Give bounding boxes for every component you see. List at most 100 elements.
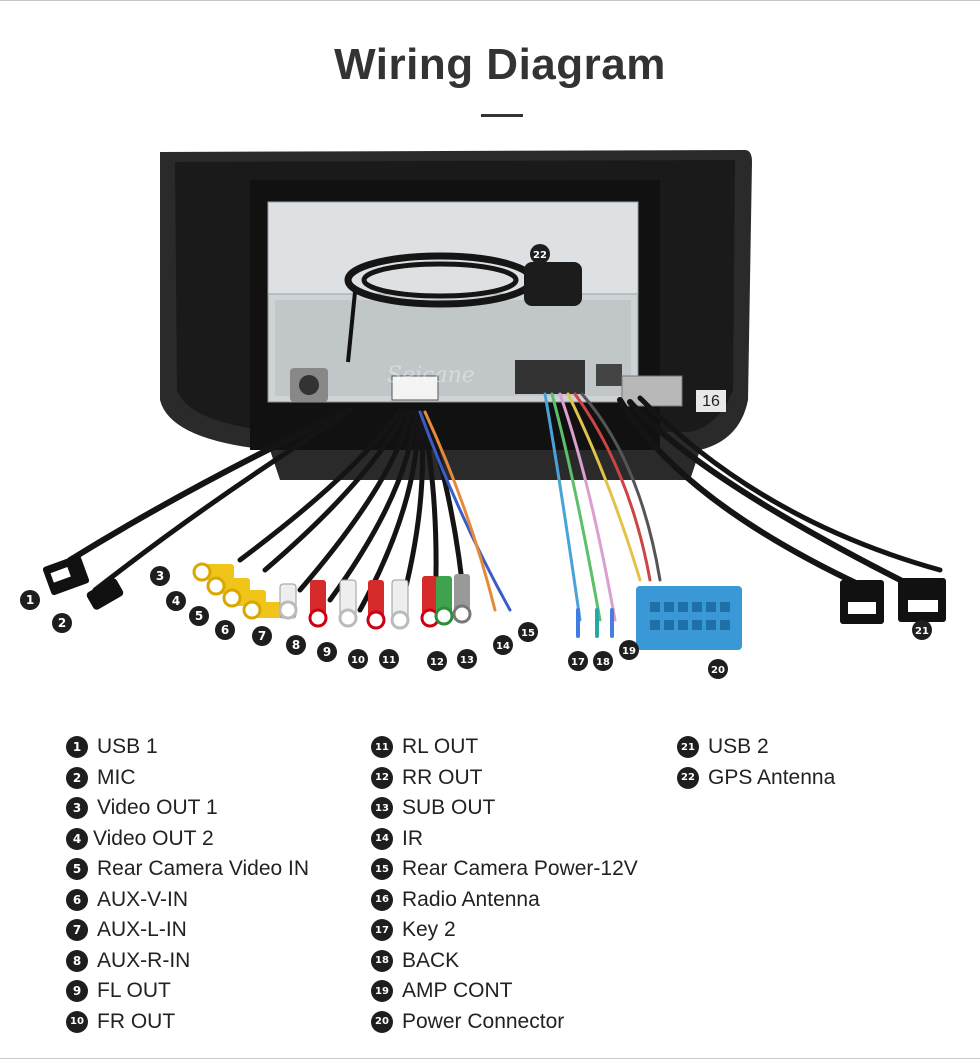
wiring-photo: Seicane <box>0 140 980 700</box>
number-badge: 20 <box>371 1010 393 1033</box>
title-underline <box>481 114 523 117</box>
legend-label: Power Connector <box>402 1009 565 1033</box>
wiring-illustration: Seicane <box>20 150 946 679</box>
marker-13: 13 <box>457 649 477 669</box>
svg-text:11: 11 <box>382 655 396 666</box>
number-badge: 12 <box>371 766 393 789</box>
page-title: Wiring Diagram <box>334 40 666 89</box>
legend-label: Video OUT 1 <box>97 796 218 820</box>
power-connector <box>636 586 742 650</box>
legend-item: 18 BACK <box>371 946 638 977</box>
number-badge: 19 <box>371 980 393 1003</box>
marker-3: 3 <box>150 566 170 586</box>
black-harness <box>67 395 943 613</box>
head-unit-top <box>267 201 639 295</box>
legend-item: 17 Key 2 <box>371 915 638 946</box>
marker-11: 11 <box>379 649 399 669</box>
legend-label: BACK <box>402 948 460 972</box>
marker-9: 9 <box>317 642 337 662</box>
number-badge: 22 <box>677 766 699 789</box>
marker-19: 19 <box>619 640 639 660</box>
number-badge: 21 <box>677 736 699 759</box>
number-badge: 4 <box>66 827 88 850</box>
svg-text:21: 21 <box>915 626 929 637</box>
legend-label: Key 2 <box>402 918 456 942</box>
rca-plugs <box>192 562 472 630</box>
number-badge: 11 <box>371 736 393 759</box>
marker-1: 1 <box>20 590 40 610</box>
svg-text:18: 18 <box>596 657 610 668</box>
rca-socket <box>391 375 439 401</box>
svg-text:19: 19 <box>622 646 636 657</box>
svg-text:15: 15 <box>521 628 535 639</box>
legend-label: IR <box>402 826 423 850</box>
marker-7: 7 <box>252 626 272 646</box>
svg-text:13: 13 <box>460 655 474 666</box>
legend-label: AUX-V-IN <box>97 887 189 911</box>
number-badge: 13 <box>371 797 393 820</box>
legend-label: FL OUT <box>97 979 171 1003</box>
legend-item: 13 SUB OUT <box>371 793 638 824</box>
svg-text:17: 17 <box>571 657 585 668</box>
legend-label: MIC <box>97 765 136 789</box>
legend-label: Rear Camera Power-12V <box>402 857 638 881</box>
svg-text:10: 10 <box>351 655 365 666</box>
legend-label: Video OUT 2 <box>93 826 214 850</box>
marker-17: 17 <box>568 651 588 671</box>
svg-text:1: 1 <box>26 593 34 607</box>
legend-label: GPS Antenna <box>708 765 836 789</box>
number-badge: 17 <box>371 919 393 942</box>
number-badge: 6 <box>66 888 88 911</box>
marker-18: 18 <box>593 651 613 671</box>
svg-text:2: 2 <box>58 616 66 630</box>
bottom-divider <box>0 1058 980 1059</box>
marker-2: 2 <box>52 613 72 633</box>
legend-item: 12 RR OUT <box>371 763 638 794</box>
colored-wires <box>418 392 662 622</box>
marker-14: 14 <box>493 635 513 655</box>
marker-12: 12 <box>427 651 447 671</box>
mic-plug <box>86 578 124 610</box>
number-badge: 2 <box>66 766 88 789</box>
marker-10: 10 <box>348 649 368 669</box>
svg-text:22: 22 <box>533 250 547 261</box>
marker-16: 16 <box>696 390 726 412</box>
number-badge: 15 <box>371 858 393 881</box>
watermark: Seicane <box>387 363 475 388</box>
power-socket <box>515 360 585 394</box>
svg-text:4: 4 <box>172 594 180 608</box>
number-badge: 8 <box>66 949 88 972</box>
legend-label: RR OUT <box>402 765 483 789</box>
number-badge: 18 <box>371 949 393 972</box>
svg-text:9: 9 <box>323 645 331 659</box>
legend-item: 20 Power Connector <box>371 1007 638 1038</box>
legend-item: 7 AUX-L-IN <box>66 915 309 946</box>
top-divider <box>0 0 980 1</box>
legend-label: USB 1 <box>97 735 158 759</box>
number-markers: 1 2 3 4 5 6 7 8 9 10 11 12 13 14 15 16 1… <box>20 244 932 679</box>
number-badge: 5 <box>66 858 88 881</box>
marker-8: 8 <box>286 635 306 655</box>
legend-label: AUX-L-IN <box>97 918 187 942</box>
gps-antenna-puck <box>524 262 582 306</box>
svg-text:5: 5 <box>195 609 203 623</box>
number-badge: 7 <box>66 919 88 942</box>
number-badge: 16 <box>371 888 393 911</box>
legend-label: SUB OUT <box>402 796 496 820</box>
legend-item: 5 Rear Camera Video IN <box>66 854 309 885</box>
legend-item: 6 AUX-V-IN <box>66 885 309 916</box>
marker-15: 15 <box>518 622 538 642</box>
legend-label: Radio Antenna <box>402 887 540 911</box>
svg-text:12: 12 <box>430 657 444 668</box>
svg-text:20: 20 <box>711 665 725 676</box>
legend-label: Rear Camera Video IN <box>97 857 310 881</box>
